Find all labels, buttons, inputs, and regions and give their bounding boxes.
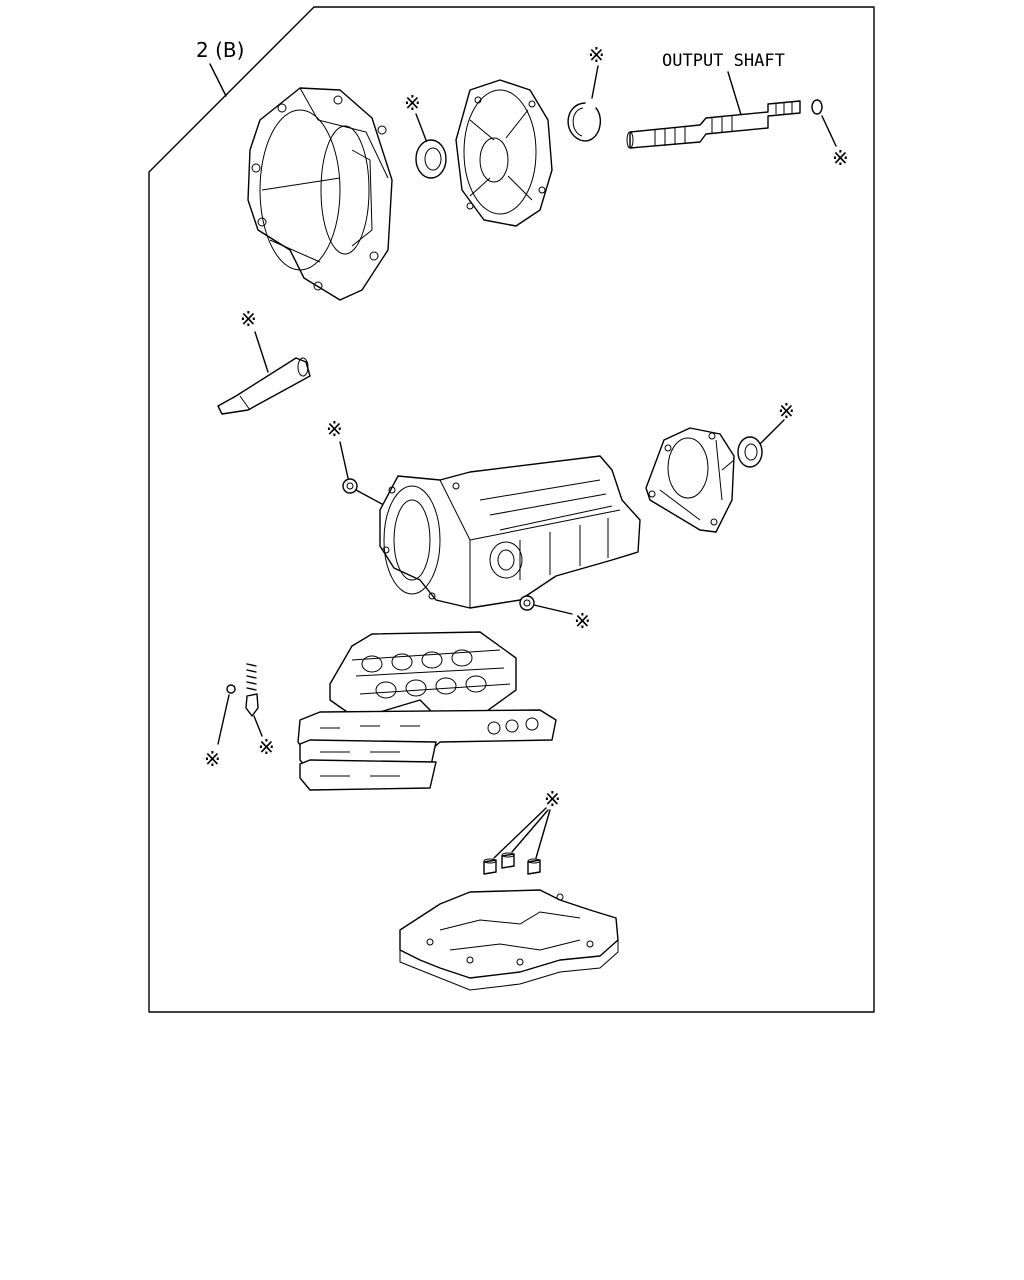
leader-line [355,489,383,505]
frame-border [148,6,875,1013]
leader-line [759,419,785,445]
case-plug-right [519,595,535,611]
accumulator-pistons [483,852,541,875]
asterisk-mark: ※ [404,91,421,115]
asterisk-mark: ※ [574,609,591,633]
leader-line [493,807,547,859]
o-ring [811,99,823,115]
leader-line [253,715,263,737]
snap-ring [567,102,601,142]
extension-housing [645,427,735,533]
leader-line [339,441,349,479]
valve-body [329,631,517,721]
output-shaft [626,100,801,149]
front-oil-seal [415,139,447,179]
leader-line [533,604,573,615]
seal-installer-tool [217,357,311,415]
assembly-ref-label: 2 (B) [196,38,244,62]
leader-line [511,809,549,853]
asterisk-mark: ※ [778,399,795,423]
leader-line [415,113,427,141]
separator-plates [297,709,557,791]
leader-line [821,115,837,147]
transmission-case [379,455,641,609]
leader-line [535,809,551,859]
output-shaft-label: OUTPUT SHAFT [662,51,785,71]
asterisk-mark: ※ [588,43,605,67]
leader-line [217,694,230,745]
asterisk-mark: ※ [258,735,275,759]
output-shaft-leader [727,71,743,119]
valve-plunger [245,693,259,717]
converter-housing [247,87,393,301]
asterisk-mark: ※ [544,787,561,811]
assembly-ref-leader [209,63,227,97]
asterisk-mark: ※ [832,146,849,170]
lower-valve-body [399,889,619,991]
asterisk-mark: ※ [326,417,343,441]
check-ball [226,684,236,694]
rear-oil-seal [737,436,763,468]
asterisk-mark: ※ [240,307,257,331]
oil-pump [455,79,553,227]
leader-line [591,65,599,99]
asterisk-mark: ※ [204,747,221,771]
spring [246,663,257,691]
case-plug-left [342,478,358,494]
leader-line [254,331,269,373]
